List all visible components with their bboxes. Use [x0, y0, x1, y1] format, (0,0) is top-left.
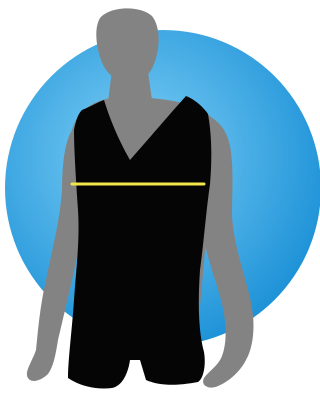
neck-shape: [108, 70, 152, 102]
